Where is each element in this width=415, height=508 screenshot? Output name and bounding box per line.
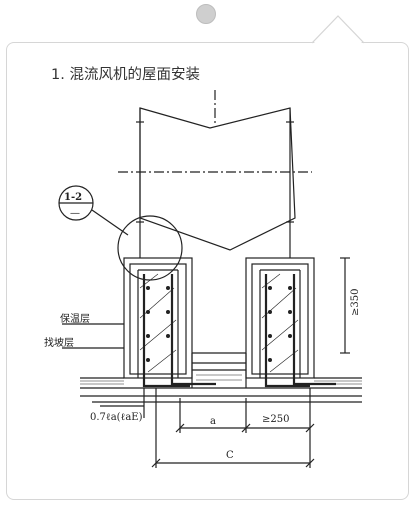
dim-c: C	[226, 450, 234, 461]
dim-width: ≥250	[262, 414, 289, 425]
dim-anchor: 0.7ℓa(ℓaE)	[90, 412, 143, 423]
content-card	[6, 42, 409, 500]
left-upstand	[123, 257, 193, 379]
section-sub: —	[70, 208, 80, 219]
section-number: 1-2	[64, 192, 82, 203]
dim-height: ≥350	[350, 289, 361, 316]
dim-a: a	[210, 416, 216, 427]
card-notch-cover	[311, 15, 365, 44]
fan-body	[139, 107, 296, 251]
label-slope: 找坡层	[44, 336, 74, 349]
label-insulation: 保温层	[60, 312, 90, 325]
header-dot	[196, 4, 216, 24]
roof-fan-installation-drawing: 1-2 — 保温层 找坡层 ≥350 0.7ℓa(ℓaE) a ≥250 C	[44, 90, 362, 468]
drawing-caption: 1. 混流风机的屋面安装	[51, 67, 200, 83]
right-upstand	[245, 257, 315, 379]
